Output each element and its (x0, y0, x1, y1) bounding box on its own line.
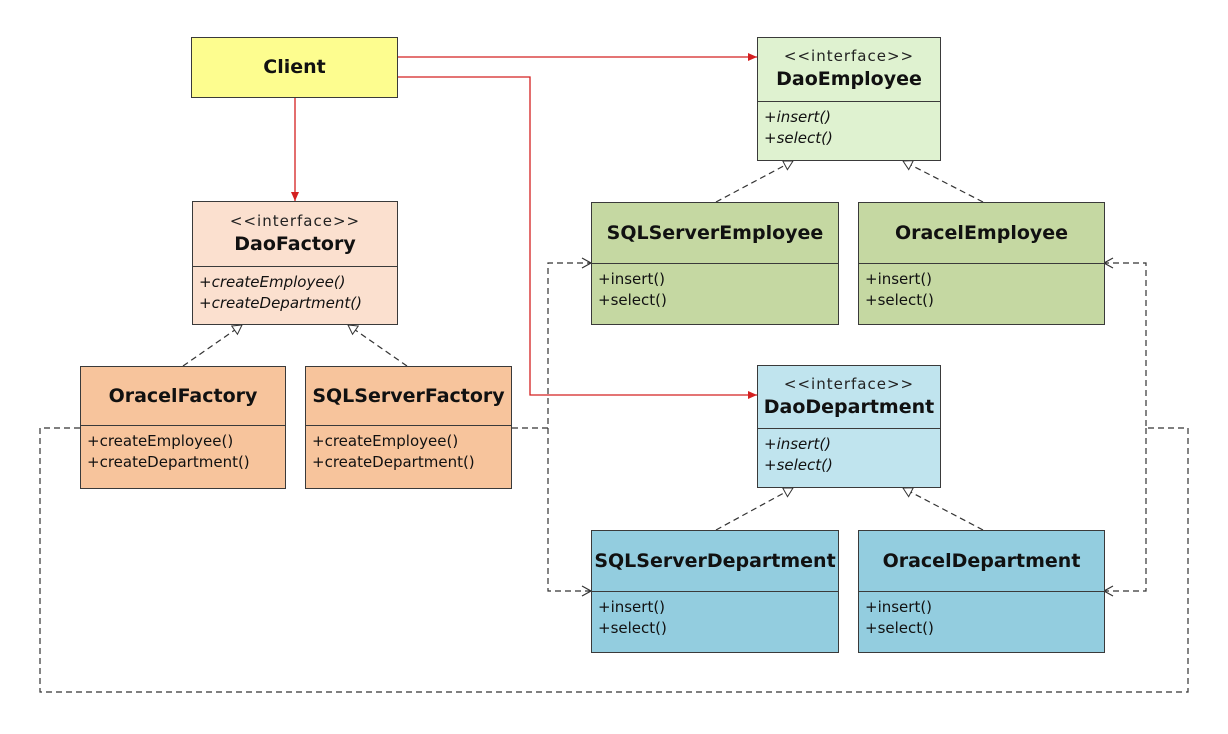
sqlserver-employee-op-select: +select() (598, 291, 667, 309)
realization-sqlserveremployee-daoemployee (715, 160, 794, 203)
realization-oracelfactory-daofactory (182, 324, 243, 367)
dao-department-op-insert: +insert() (764, 435, 832, 453)
oracel-factory-op-create-department: +createDepartment() (87, 453, 250, 471)
dependency-sqlserverfactory-sqlserverdepartment (547, 428, 593, 597)
sqlserver-department-op-select: +select() (598, 619, 667, 637)
realization-oraceldepartment-daodepartment (902, 487, 984, 531)
dao-factory-name: DaoFactory (234, 232, 356, 255)
oracel-employee-class: OracelEmployee +insert() +select() (858, 202, 1105, 325)
oracel-factory-class: OracelFactory +createEmployee() +createD… (80, 366, 286, 489)
sqlserver-department-op-insert: +insert() (598, 598, 666, 616)
oracel-department-class: OracelDepartment +insert() +select() (858, 530, 1105, 653)
oracel-factory-op-create-employee: +createEmployee() (87, 432, 234, 450)
dao-department-op-select: +select() (764, 456, 833, 474)
sqlserver-employee-class: SQLServerEmployee +insert() +select() (591, 202, 839, 325)
dao-employee-op-select: +select() (764, 129, 833, 147)
oracel-department-op-insert: +insert() (865, 598, 933, 616)
dao-employee-name: DaoEmployee (776, 68, 922, 90)
sqlserver-employee-op-insert: +insert() (598, 270, 666, 288)
sqlserver-department-class: SQLServerDepartment +insert() +select() (591, 530, 839, 653)
dao-factory-stereotype: <<interface>> (229, 211, 361, 230)
dao-employee-stereotype: <<interface>> (783, 47, 915, 65)
dao-department-interface: <<interface>> DaoDepartment +insert() +s… (757, 365, 941, 488)
dependency-sqlserverfactory-sqlserveremployee (512, 257, 593, 429)
realization-oracelemployee-daoemployee (902, 160, 984, 203)
oracel-employee-name: OracelEmployee (894, 222, 1069, 244)
oracel-employee-op-insert: +insert() (865, 270, 933, 288)
dao-department-stereotype: <<interface>> (783, 374, 915, 393)
realization-sqlserverdepartment-daodepartment (715, 487, 794, 531)
dependency-oracelfactory-oraceldepartment (1102, 428, 1147, 597)
dao-employee-op-insert: +insert() (764, 108, 832, 126)
sqlserver-department-name: SQLServerDepartment (594, 550, 836, 572)
dao-factory-op-create-department: +createDepartment() (199, 294, 362, 312)
dependency-oracelfactory-oracelemployee (39, 257, 1189, 693)
sqlserver-factory-name: SQLServerFactory (312, 385, 505, 407)
realization-sqlserverfactory-daofactory (347, 324, 408, 367)
client-class-name: Client (263, 56, 326, 78)
dao-employee-interface: <<interface>> DaoEmployee +insert() +sel… (757, 37, 941, 161)
sqlserver-factory-op-create-employee: +createEmployee() (312, 432, 459, 450)
sqlserver-employee-name: SQLServerEmployee (606, 222, 824, 244)
client-class: Client (191, 37, 398, 98)
oracel-department-name: OracelDepartment (882, 550, 1081, 572)
association-client-daodepartment (398, 76, 757, 399)
oracel-factory-name: OracelFactory (108, 385, 258, 407)
dao-factory-interface: <<interface>> DaoFactory +createEmployee… (192, 201, 398, 325)
dao-department-name: DaoDepartment (763, 395, 935, 418)
oracel-department-op-select: +select() (865, 619, 934, 637)
sqlserver-factory-class: SQLServerFactory +createEmployee() +crea… (305, 366, 512, 489)
oracel-employee-op-select: +select() (865, 291, 934, 309)
dao-factory-op-create-employee: +createEmployee() (199, 273, 346, 291)
sqlserver-factory-op-create-department: +createDepartment() (312, 453, 475, 471)
